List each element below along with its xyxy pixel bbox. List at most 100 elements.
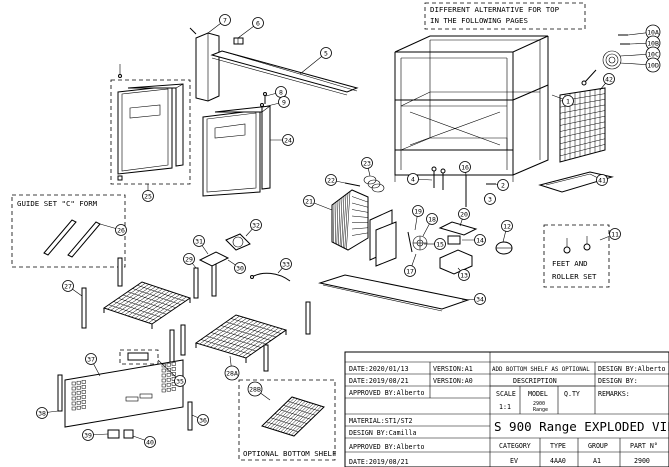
svg-text:10B: 10B [647, 40, 659, 48]
svg-text:24: 24 [284, 137, 292, 145]
svg-text:30: 30 [236, 265, 244, 273]
approved-by: APPROVED BY:Alberto [349, 389, 424, 397]
callout-26: 26 [99, 223, 127, 236]
callout-19: 19 [412, 205, 424, 231]
callout-37: 37 [85, 353, 101, 377]
evaporator-panel [369, 209, 397, 267]
svg-text:11: 11 [611, 231, 619, 239]
callout-40: 40 [132, 435, 156, 448]
svg-text:5: 5 [324, 50, 328, 58]
svg-text:28A: 28A [226, 370, 238, 378]
callout-8: 8 [265, 86, 287, 98]
callout-11: 11 [599, 228, 621, 241]
design-by-camilla: DESIGN BY:Camilla [349, 429, 417, 437]
model-value-2: Range [533, 407, 548, 413]
callout-31: 31 [193, 235, 209, 255]
callout-1: 1 [551, 94, 574, 107]
svg-text:10D: 10D [647, 62, 659, 70]
svg-text:17: 17 [406, 268, 414, 276]
feet-roller-set: FEET AND ROLLER SET [543, 224, 610, 288]
svg-text:13: 13 [460, 272, 468, 280]
remarks-label: REMARKS: [598, 390, 630, 398]
callout-29: 29 [183, 253, 197, 269]
left-door-set [110, 64, 191, 185]
model-value-1: 2900 [533, 401, 545, 407]
callout-35: 35 [157, 359, 186, 387]
type-value: 4AA0 [550, 457, 566, 465]
callout-10d: 10D [619, 57, 661, 73]
vertical-column [189, 27, 220, 102]
cable [250, 272, 291, 282]
type-label: TYPE [550, 442, 566, 450]
svg-text:32: 32 [252, 222, 260, 230]
category-value: EV [510, 457, 518, 465]
svg-text:31: 31 [195, 238, 203, 246]
callout-32: 32 [245, 219, 262, 237]
callout-28a: 28A [224, 355, 240, 381]
coil-23 [363, 175, 385, 193]
callout-5: 5 [299, 47, 332, 75]
part-label: PART N° [630, 442, 658, 450]
rev0-version: VERSION:A0 [433, 377, 473, 385]
hinge-part [233, 37, 244, 45]
group-value: A1 [593, 457, 601, 465]
svg-text:1: 1 [566, 98, 570, 106]
bottom-panel [318, 274, 470, 312]
rev1-date: DATE:2020/01/13 [349, 365, 409, 373]
upper-grate [102, 281, 192, 329]
callout-18: 18 [422, 213, 438, 237]
callout-12: 12 [501, 220, 513, 243]
callout-30: 30 [227, 259, 246, 274]
approved-by-2: APPROVED BY:Alberto [349, 443, 424, 451]
svg-text:41: 41 [598, 177, 606, 185]
part-value: 2900 [634, 457, 650, 465]
svg-text:18: 18 [428, 216, 436, 224]
fan-motor-14 [447, 235, 461, 245]
svg-text:OPTIONAL BOTTOM SHELF: OPTIONAL BOTTOM SHELF [243, 449, 337, 458]
rev1-description: ADD BOTTOM SHELF AS OPTIONAL [492, 367, 590, 373]
fan [225, 233, 251, 251]
svg-text:4: 4 [411, 176, 415, 184]
svg-text:21: 21 [305, 198, 313, 206]
bolts-4 [431, 166, 446, 190]
callout-2: 2 [494, 179, 509, 191]
badge-35 [119, 349, 159, 365]
svg-text:2: 2 [501, 182, 505, 190]
main-cabinet [394, 35, 549, 182]
qty-label: Q.TY [564, 390, 580, 398]
top-rail [210, 50, 359, 96]
fan-assembly-18-19 [407, 231, 428, 253]
top-fittings [581, 34, 630, 86]
svg-text:19: 19 [414, 208, 422, 216]
callout-42: 42 [599, 73, 615, 91]
callout-38: 38 [36, 407, 59, 419]
lower-grate [194, 314, 288, 363]
callout-34: 34 [461, 293, 486, 305]
svg-text:37: 37 [87, 356, 95, 364]
callout-13: 13 [457, 267, 470, 281]
model-label: MODEL [528, 390, 548, 398]
svg-text:23: 23 [363, 160, 371, 168]
callout-15: 15 [424, 238, 446, 250]
switch-39-40 [107, 429, 134, 439]
svg-text:39: 39 [84, 432, 92, 440]
svg-text:7: 7 [223, 17, 227, 25]
svg-text:15: 15 [436, 241, 444, 249]
svg-text:10C: 10C [647, 51, 659, 59]
top-alternative-note: DIFFERENT ALTERNATIVE FOR TOP IN THE FOL… [424, 2, 586, 30]
rear-grille [559, 87, 606, 163]
callout-4: 4 [407, 173, 433, 185]
design-by-empty: DESIGN BY: [598, 377, 638, 385]
svg-text:8: 8 [279, 89, 283, 97]
group-label: GROUP [588, 442, 608, 450]
callout-6: 6 [237, 17, 264, 39]
callout-28b: 28B [247, 381, 271, 401]
svg-text:36: 36 [199, 417, 207, 425]
callout-20: 20 [458, 208, 470, 227]
svg-text:33: 33 [282, 261, 290, 269]
svg-text:16: 16 [461, 164, 469, 172]
small-tube-22 [344, 182, 361, 187]
callout-41: 41 [589, 173, 608, 186]
